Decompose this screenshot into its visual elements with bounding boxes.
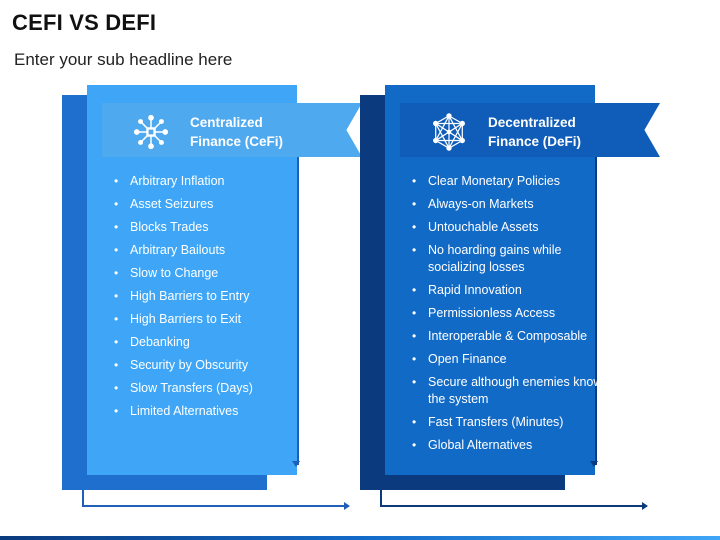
- bullet-icon: •: [412, 415, 417, 429]
- defi-item-text: Permissionless Access: [428, 306, 556, 320]
- bullet-icon: •: [114, 174, 119, 188]
- defi-arrow-right-icon: [642, 502, 648, 510]
- defi-list-item: • Untouchable Assets: [412, 219, 612, 236]
- cefi-item-text: Limited Alternatives: [130, 404, 239, 418]
- cefi-list-item: • Arbitrary Inflation: [114, 173, 314, 190]
- page-title: CEFI VS DEFI: [12, 10, 157, 35]
- cefi-outline-bottom: [82, 505, 347, 507]
- cefi-arrow-down-icon: [292, 461, 300, 467]
- defi-list-item: • Rapid Innovation: [412, 282, 612, 299]
- bullet-icon: •: [114, 266, 119, 280]
- bullet-icon: •: [412, 329, 417, 343]
- cefi-list-item: • Asset Seizures: [114, 196, 314, 213]
- cefi-heading: Centralized Finance (CeFi): [190, 113, 283, 151]
- defi-item-text: Secure although enemies know the system: [428, 375, 603, 406]
- cefi-list-item: • Blocks Trades: [114, 219, 314, 236]
- cefi-outline-left: [82, 490, 84, 507]
- defi-item-text: Interoperable & Composable: [428, 329, 588, 343]
- decentralized-network-icon: [433, 113, 465, 151]
- defi-heading-line2: Finance (DeFi): [488, 134, 582, 149]
- cefi-list-item: • Slow Transfers (Days): [114, 380, 314, 397]
- defi-item-text: No hoarding gains while socializing loss…: [428, 243, 562, 274]
- defi-list-item: • Fast Transfers (Minutes): [412, 414, 612, 431]
- defi-list-item: • Secure although enemies know the system: [412, 374, 612, 408]
- cefi-list-item: • Debanking: [114, 334, 314, 351]
- cefi-item-text: High Barriers to Entry: [130, 289, 250, 303]
- defi-item-text: Clear Monetary Policies: [428, 174, 560, 188]
- defi-item-text: Fast Transfers (Minutes): [428, 415, 564, 429]
- defi-list-item: • Global Alternatives: [412, 437, 612, 454]
- cefi-banner: [102, 103, 362, 157]
- bullet-icon: •: [412, 306, 417, 320]
- cefi-list-item: • Limited Alternatives: [114, 403, 314, 420]
- cefi-item-text: High Barriers to Exit: [130, 312, 242, 326]
- defi-item-text: Global Alternatives: [428, 438, 533, 452]
- cefi-item-text: Blocks Trades: [130, 220, 209, 234]
- cefi-list-item: • Security by Obscurity: [114, 357, 314, 374]
- defi-list-item: • No hoarding gains while socializing los…: [412, 242, 612, 276]
- bullet-icon: •: [412, 375, 417, 389]
- bullet-icon: •: [114, 220, 119, 234]
- cefi-outline-right: [297, 105, 299, 465]
- bullet-icon: •: [114, 312, 119, 326]
- defi-item-text: Untouchable Assets: [428, 220, 539, 234]
- defi-outline-right: [595, 105, 597, 465]
- defi-banner: [400, 103, 660, 157]
- defi-list: • Clear Monetary Policies • Always-on Mark…: [412, 173, 612, 460]
- bullet-icon: •: [412, 220, 417, 234]
- defi-list-item: • Always-on Markets: [412, 196, 612, 213]
- bottom-accent-bar: [0, 536, 720, 540]
- cefi-heading-line2: Finance (CeFi): [190, 134, 284, 149]
- cefi-item-text: Debanking: [130, 335, 190, 349]
- bullet-icon: •: [412, 197, 417, 211]
- cefi-item-text: Security by Obscurity: [130, 358, 249, 372]
- defi-heading-line1: Decentralized: [488, 115, 576, 130]
- bullet-icon: •: [412, 438, 417, 452]
- cefi-item-text: Arbitrary Bailouts: [130, 243, 226, 257]
- page-subtitle: Enter your sub headline here: [14, 50, 233, 69]
- cefi-panel: Centralized Finance (CeFi) • Arbitrary In…: [62, 85, 362, 525]
- cefi-list-item: • High Barriers to Entry: [114, 288, 314, 305]
- cefi-list: • Arbitrary Inflation • Asset Seizures • Bl…: [114, 173, 314, 426]
- defi-item-text: Always-on Markets: [428, 197, 534, 211]
- bullet-icon: •: [412, 243, 417, 257]
- bullet-icon: •: [412, 352, 417, 366]
- cefi-list-item: • Arbitrary Bailouts: [114, 242, 314, 259]
- bullet-icon: •: [114, 358, 119, 372]
- defi-item-text: Rapid Innovation: [428, 283, 522, 297]
- defi-list-item: • Interoperable & Composable: [412, 328, 612, 345]
- bullet-icon: •: [412, 283, 417, 297]
- cefi-item-text: Slow to Change: [130, 266, 219, 280]
- bullet-icon: •: [412, 174, 417, 188]
- defi-list-item: • Open Finance: [412, 351, 612, 368]
- defi-outline-left: [380, 490, 382, 507]
- defi-arrow-down-icon: [590, 461, 598, 467]
- defi-panel: Decentralized Finance (DeFi) • Clear Mone…: [360, 85, 660, 525]
- cefi-heading-line1: Centralized: [190, 115, 263, 130]
- cefi-item-text: Slow Transfers (Days): [130, 381, 253, 395]
- bullet-icon: •: [114, 243, 119, 257]
- bullet-icon: •: [114, 381, 119, 395]
- cefi-item-text: Asset Seizures: [130, 197, 214, 211]
- cefi-list-item: • Slow to Change: [114, 265, 314, 282]
- cefi-list-item: • High Barriers to Exit: [114, 311, 314, 328]
- defi-list-item: • Clear Monetary Policies: [412, 173, 612, 190]
- bullet-icon: •: [114, 289, 119, 303]
- cefi-arrow-right-icon: [344, 502, 350, 510]
- bullet-icon: •: [114, 197, 119, 211]
- defi-item-text: Open Finance: [428, 352, 507, 366]
- bullet-icon: •: [114, 335, 119, 349]
- bullet-icon: •: [114, 404, 119, 418]
- defi-outline-bottom: [380, 505, 645, 507]
- defi-list-item: • Permissionless Access: [412, 305, 612, 322]
- defi-heading: Decentralized Finance (DeFi): [488, 113, 581, 151]
- cefi-item-text: Arbitrary Inflation: [130, 174, 225, 188]
- centralized-network-icon: [133, 114, 169, 150]
